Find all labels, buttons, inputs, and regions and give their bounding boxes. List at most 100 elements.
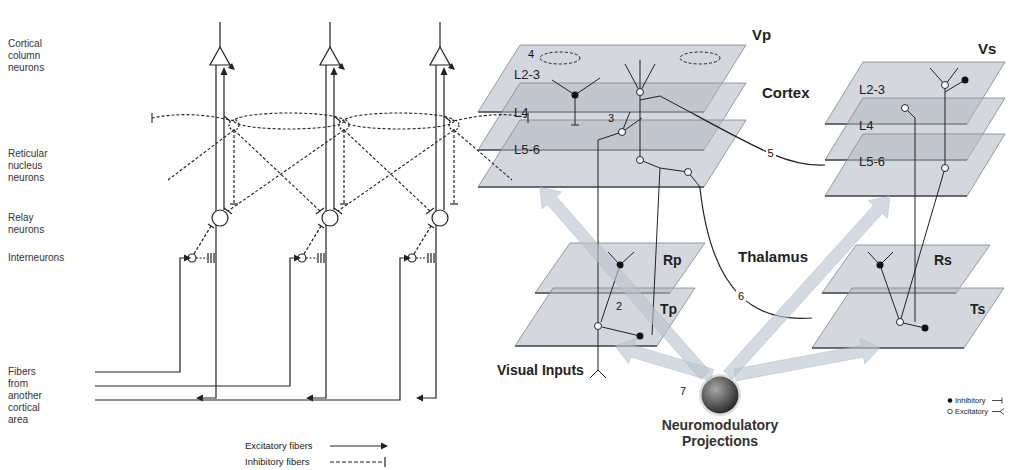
area-name: Vs	[978, 40, 996, 58]
plane-surface	[515, 288, 695, 346]
thalamocortical-columns-part	[188, 22, 239, 402]
legend-line-samples-part	[330, 461, 383, 462]
row-label: Fibers from another cortical area	[8, 366, 58, 426]
inhibitory-dots-part	[572, 92, 579, 99]
plane-surface	[535, 243, 705, 293]
thalamic-plane: Tp	[515, 288, 695, 346]
reticular-links-part	[344, 113, 454, 129]
plane-label: L4	[859, 119, 873, 134]
neuromodulator-source: Neuromodulatory Projections	[640, 375, 800, 449]
cortical-layer-plane: L4	[825, 98, 1005, 160]
reticular-bars-part	[224, 208, 434, 214]
excitatory-dots-part	[637, 89, 644, 96]
reticular-links-part	[338, 130, 454, 211]
row-label: Relay neurons	[8, 212, 60, 236]
cortical-thalamic-neurons	[540, 52, 965, 378]
legend-line-samples-part	[381, 443, 388, 450]
plane-label: L5-6	[859, 155, 885, 170]
cortical-layer-plane: L5-6	[478, 120, 746, 187]
reticular-links-part	[152, 115, 234, 121]
cortical-thalamic-neurons-part	[640, 92, 641, 160]
reticular-bars	[152, 113, 528, 214]
cortical-layer-plane: L2-3	[478, 45, 746, 112]
reticular-links-part	[344, 130, 430, 211]
plane-outline	[812, 288, 1004, 348]
plane-label: Rp	[663, 252, 682, 268]
thalamocortical-columns	[188, 22, 459, 402]
excitatory-dots-part	[619, 129, 626, 136]
thalamic-plane: Rp	[535, 243, 705, 293]
modulatory-arrow-shape	[724, 196, 890, 379]
excitatory-dots	[595, 82, 949, 330]
plane-edge	[478, 186, 704, 188]
input-name: Visual Inputs	[497, 362, 584, 379]
legend-text: Inhibitory fibers	[245, 456, 309, 467]
legend-line-samples-part	[330, 445, 382, 446]
plane-outline	[822, 245, 990, 293]
reticular-links-part	[454, 130, 512, 180]
plane-surface	[478, 120, 746, 187]
reticular-links-part	[228, 130, 344, 211]
cortical-thalamic-neurons-part	[640, 160, 700, 187]
excitatory-dots-part	[595, 323, 602, 330]
cortical-input-fibers-part	[95, 258, 406, 400]
plane-label: Ts	[970, 301, 985, 317]
reticular-bars-part	[152, 113, 528, 123]
cortical-input-fibers	[95, 255, 411, 401]
plane-edge	[812, 347, 964, 349]
callout-number: 3	[608, 112, 614, 125]
cortical-input-fibers-part	[95, 258, 186, 372]
thalamocortical-columns-part	[408, 22, 459, 402]
cortical-thalamic-neurons-part	[590, 330, 606, 378]
legend-line-samples-part	[384, 457, 385, 467]
row-label: Reticular nucleus neurons	[8, 148, 60, 184]
region-name: Cortex	[762, 84, 810, 102]
plane-edge	[478, 111, 704, 113]
legend-text: Inhibitory	[955, 396, 985, 405]
cortical-thalamic-neurons-part	[598, 132, 622, 326]
legend-text: Excitatory	[955, 407, 988, 416]
reticular-links-part	[234, 113, 344, 129]
region-name: Thalamus	[738, 248, 808, 266]
cortical-thalamic-neurons-part	[640, 96, 690, 112]
callout-number: 7	[680, 385, 686, 398]
thalamic-plane: Ts	[812, 288, 1004, 348]
thalamic-plane: Rs	[822, 245, 990, 293]
plane-surface	[825, 98, 1005, 160]
plane-surface	[478, 83, 746, 150]
plane-surface	[825, 134, 1005, 196]
cortical-input-fibers-part	[184, 255, 191, 262]
plane-label: L2-3	[859, 83, 885, 98]
cortical-thalamic-neurons-part	[622, 112, 642, 132]
inhibitory-dots-part	[637, 333, 644, 340]
excitatory-dots-part	[897, 319, 904, 326]
fiber-path	[690, 112, 825, 165]
excitatory-dots-part	[902, 105, 909, 112]
plane-surface	[812, 288, 1004, 348]
excitatory-dots-part	[685, 169, 692, 176]
reticular-links-part	[234, 130, 320, 211]
plane-edge	[825, 159, 967, 161]
cortical-input-fibers-part	[95, 258, 296, 386]
plane-surface	[825, 62, 1005, 124]
inhibitory-dots-part	[962, 77, 969, 84]
callout-number: 4	[528, 48, 534, 61]
plane-edge	[825, 123, 967, 125]
ball-halo	[699, 374, 741, 416]
inhibitory-dots-part	[877, 262, 884, 269]
cortical-input-fibers-part	[294, 255, 301, 262]
legend-symbols-part	[948, 398, 953, 403]
legend-symbols-part	[948, 409, 953, 414]
modulatory-arrow	[724, 196, 890, 379]
plane-edge	[825, 195, 967, 197]
legend-text: Excitatory fibers	[245, 440, 313, 451]
plane-outline	[825, 98, 1005, 160]
plane-edge	[535, 292, 670, 294]
inhibitory-dots-part	[922, 325, 929, 332]
callout-number: 6	[736, 290, 746, 303]
plane-edge	[478, 149, 704, 151]
source-title: Neuromodulatory Projections	[640, 417, 800, 449]
row-label: Cortical column neurons	[8, 38, 60, 74]
reticular-links-part	[168, 130, 234, 180]
